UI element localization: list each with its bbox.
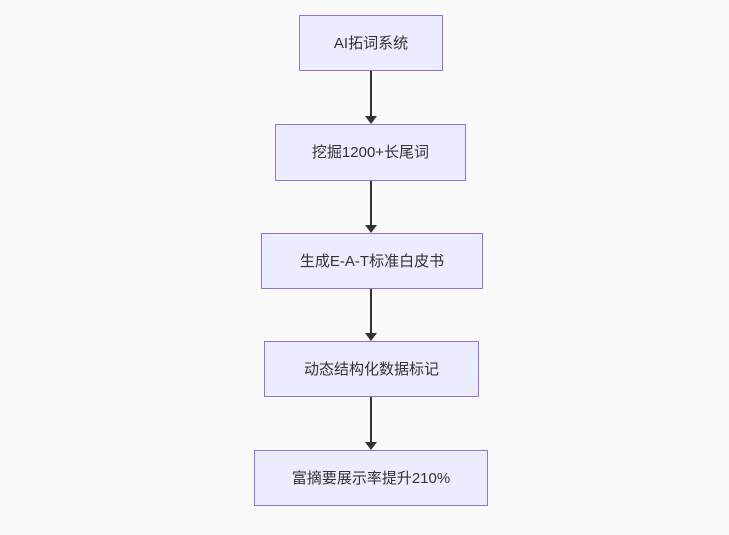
arrow-down-icon (365, 442, 377, 450)
flowchart-node-5: 富摘要展示率提升210% (254, 450, 488, 506)
node-label: AI拓词系统 (333, 34, 409, 52)
node-label: 动态结构化数据标记 (303, 360, 439, 378)
node-label: 富摘要展示率提升210% (291, 469, 451, 487)
arrow-down-icon (365, 116, 377, 124)
edge-line-3 (370, 289, 372, 333)
flowchart-node-4: 动态结构化数据标记 (264, 341, 479, 397)
arrow-down-icon (365, 333, 377, 341)
edge-line-4 (370, 397, 372, 442)
edge-line-2 (370, 181, 372, 225)
edge-line-1 (370, 71, 372, 116)
flowchart-node-2: 挖掘1200+长尾词 (275, 124, 466, 181)
arrow-down-icon (365, 225, 377, 233)
flowchart-node-3: 生成E-A-T标准白皮书 (261, 233, 483, 289)
node-label: 挖掘1200+长尾词 (311, 144, 430, 161)
node-label: 生成E-A-T标准白皮书 (299, 252, 445, 270)
flowchart-node-1: AI拓词系统 (299, 15, 443, 71)
